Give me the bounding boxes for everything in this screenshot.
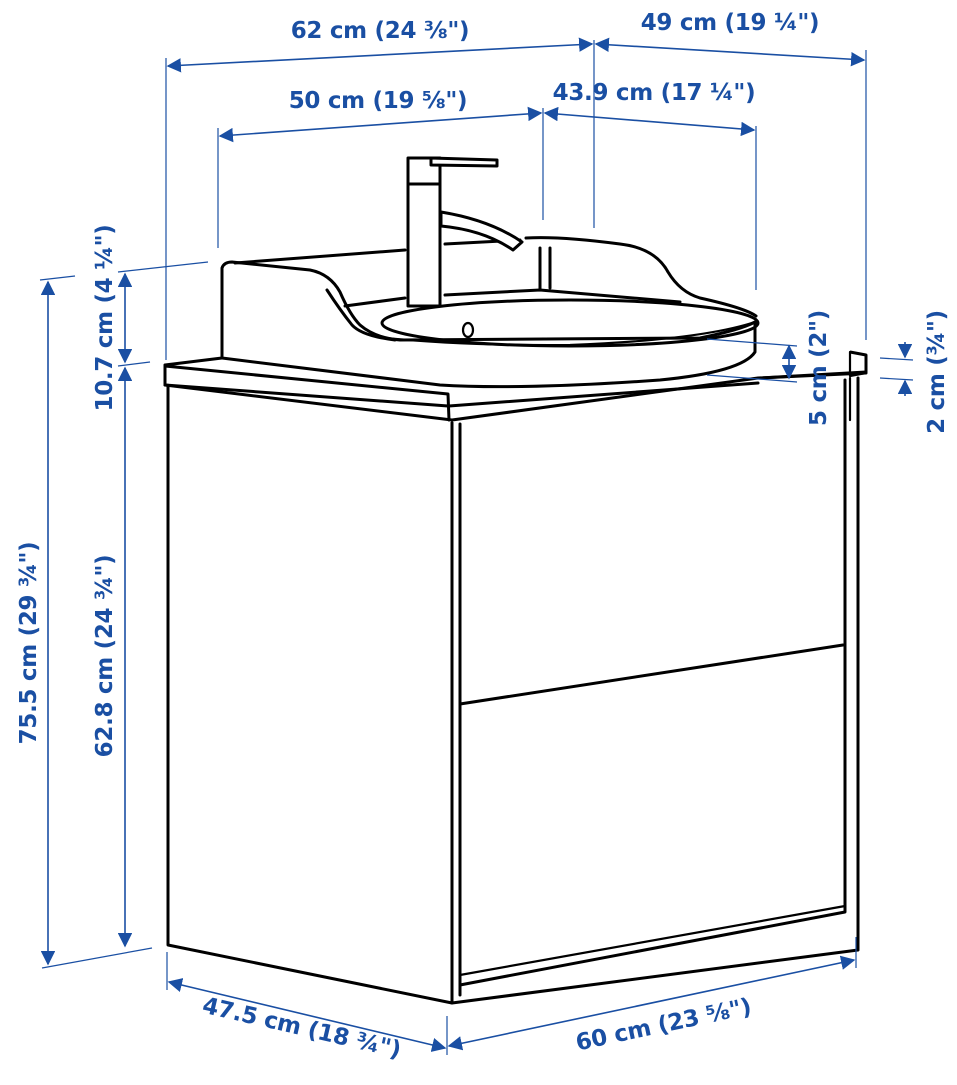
dim-basin-height: 10.7 cm (4 ¼") — [92, 225, 209, 412]
cabinet-front — [450, 376, 860, 1005]
dim-total-height: 75.5 cm (29 ¾") — [16, 275, 153, 969]
dim-basin-depth: 43.9 cm (17 ¼") — [543, 80, 757, 290]
label-basin-height: 10.7 cm (4 ¼") — [92, 225, 118, 412]
dim-cabinet-depth: 47.5 cm (18 ¾") — [166, 952, 448, 1064]
dim-overall-width: 62 cm (24 ⅜") — [165, 18, 595, 360]
dim-basin-width: 50 cm (19 ⅝") — [217, 88, 544, 248]
faucet — [406, 156, 524, 308]
washbasin — [220, 236, 760, 389]
label-basin-width: 50 cm (19 ⅝") — [289, 88, 468, 114]
cabinet-side-panel — [166, 384, 454, 1005]
lower-drawer — [470, 710, 830, 960]
label-basin-depth: 43.9 cm (17 ¼") — [553, 80, 756, 106]
label-overall-width: 62 cm (24 ⅜") — [291, 18, 470, 44]
dim-basin-rim: 5 cm (2") — [706, 310, 832, 426]
label-basin-rim: 5 cm (2") — [806, 310, 832, 426]
label-cabinet-width: 60 cm (23 ⅝") — [574, 994, 754, 1057]
dim-cabinet-height: 62.8 cm (24 ¾") — [92, 366, 133, 948]
dim-overall-depth: 49 cm (19 ¼") — [594, 10, 867, 340]
drawer-divider — [458, 643, 845, 706]
label-cabinet-depth: 47.5 cm (18 ¾") — [200, 993, 403, 1064]
vanity-drawing — [163, 156, 868, 1005]
label-cabinet-height: 62.8 cm (24 ¾") — [92, 555, 118, 758]
label-countertop-thickness: 2 cm (¾") — [924, 310, 950, 434]
dim-countertop-thickness: 2 cm (¾") — [879, 310, 950, 434]
label-total-height: 75.5 cm (29 ¾") — [16, 542, 42, 745]
upper-drawer — [470, 440, 830, 640]
label-overall-depth: 49 cm (19 ¼") — [641, 10, 820, 36]
